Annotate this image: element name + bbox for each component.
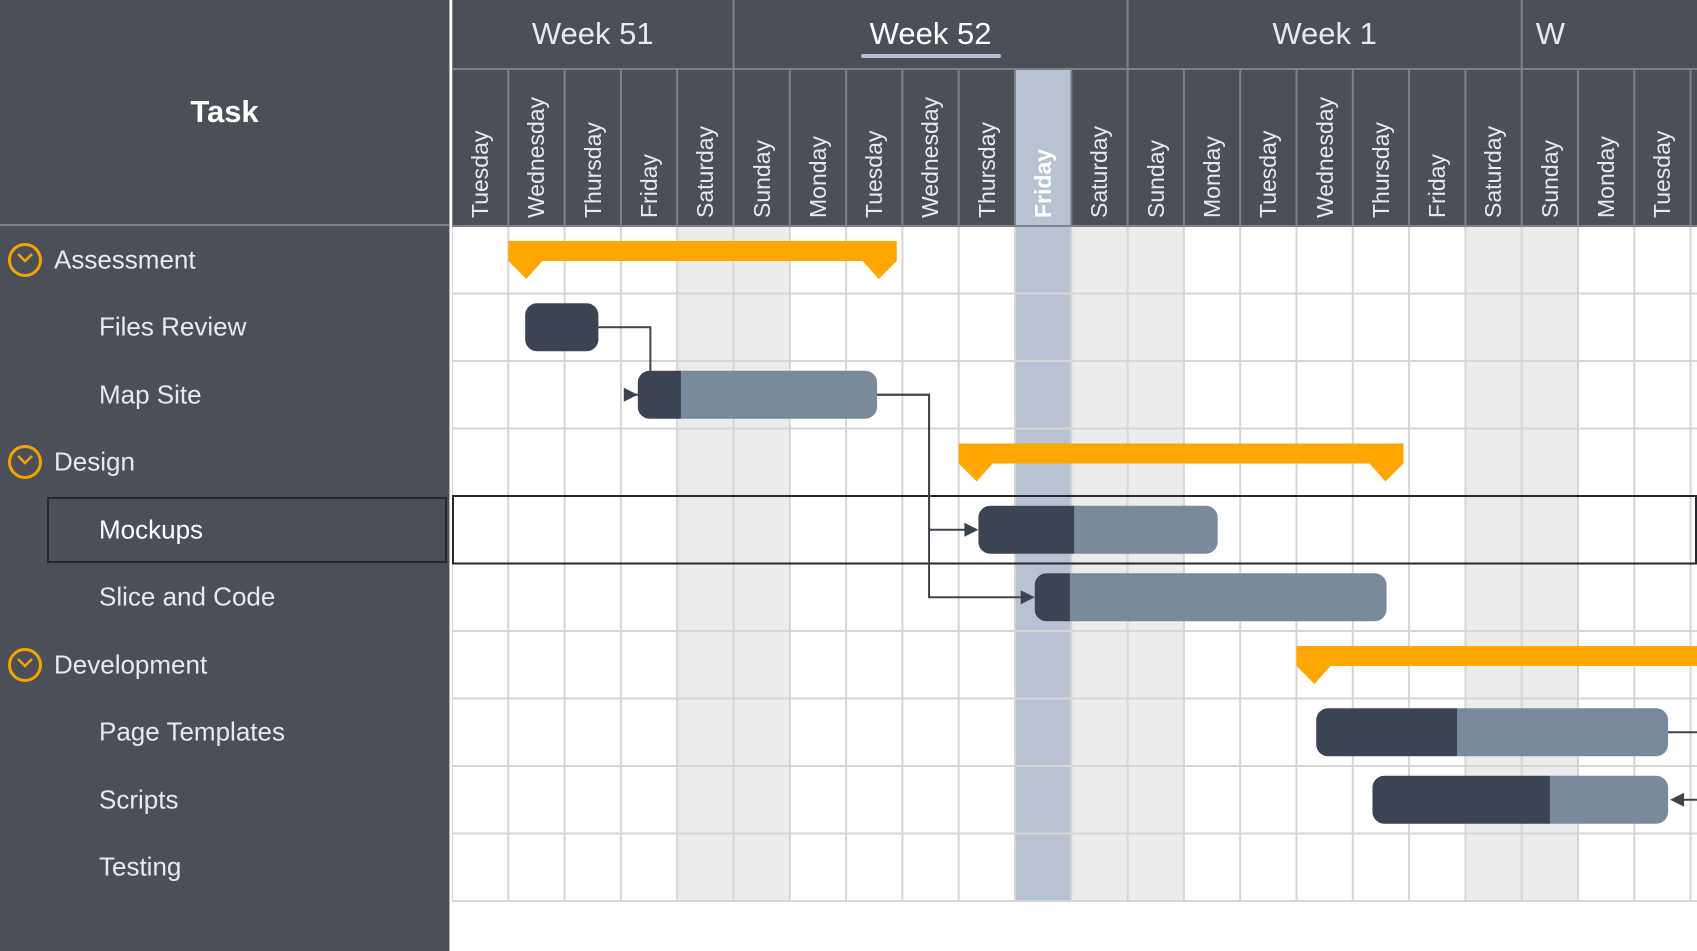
task-label: Page Templates	[99, 716, 285, 747]
day-label: Sunday	[748, 139, 775, 218]
collapse-chevron-icon[interactable]	[8, 647, 42, 682]
week-label: Week 1	[1272, 16, 1377, 51]
collapse-chevron-icon[interactable]	[8, 242, 42, 277]
day-label: Sunday	[1536, 139, 1563, 218]
day-label: Friday	[1030, 148, 1056, 218]
day-label: Thursday	[973, 122, 1000, 218]
day-label: Monday	[804, 136, 831, 218]
day-label: Saturday	[692, 125, 719, 218]
summary-bar-0[interactable]	[508, 241, 897, 279]
day-label: Friday	[635, 154, 662, 218]
task-row-files-review[interactable]: Files Review	[0, 294, 449, 362]
task-panel: Task Assessment Files Review Map Site De…	[0, 0, 450, 951]
day-label: Wednesday	[917, 96, 944, 218]
summary-bar-1[interactable]	[958, 443, 1404, 482]
dependency-arrow-offscreen	[1670, 792, 1685, 807]
task-progress-0	[525, 303, 599, 352]
task-bar-1[interactable]	[637, 370, 878, 419]
timeline-canvas	[452, 0, 1697, 902]
task-row-map-site[interactable]: Map Site	[0, 361, 449, 429]
dependency-arrow-0	[623, 387, 638, 402]
timeline-header-background	[452, 0, 1697, 226]
today-column-highlight	[1015, 70, 1072, 901]
task-row-scripts[interactable]: Scripts	[0, 766, 449, 834]
task-label: Slice and Code	[99, 581, 276, 612]
task-row-page-templates[interactable]: Page Templates	[0, 699, 449, 767]
day-label: Tuesday	[1255, 130, 1282, 218]
task-progress-1	[637, 370, 681, 419]
task-column-header[interactable]: Task	[0, 0, 449, 226]
collapse-chevron-icon[interactable]	[8, 445, 42, 480]
task-row-assessment[interactable]: Assessment	[0, 226, 449, 294]
day-label: Tuesday	[467, 130, 493, 218]
day-label: Friday	[1424, 154, 1451, 218]
day-label: Thursday	[1367, 122, 1394, 218]
task-label: Development	[54, 649, 208, 680]
selected-row-outline	[452, 495, 1697, 565]
task-progress-5	[1372, 775, 1550, 824]
current-week-underline	[860, 54, 1001, 58]
task-progress-4	[1316, 708, 1457, 757]
day-label: Monday	[1593, 136, 1619, 218]
task-label: Testing	[99, 851, 182, 882]
summary-bar-2[interactable]	[1296, 646, 1697, 684]
day-label: Wednesday	[523, 96, 550, 218]
task-row-development[interactable]: Development	[0, 631, 449, 699]
task-label: Scripts	[99, 784, 179, 815]
day-label: Wednesday	[1311, 96, 1338, 218]
day-label: Thursday	[579, 122, 606, 218]
task-bar-3[interactable]	[1034, 573, 1387, 622]
day-label: Sunday	[1142, 139, 1169, 218]
task-row-testing[interactable]: Testing	[0, 834, 449, 902]
task-column-header-label: Task	[190, 94, 259, 129]
day-label: Tuesday	[861, 130, 888, 218]
task-label: Assessment	[54, 244, 196, 275]
task-progress-2	[978, 505, 1075, 554]
week-label: Week 52	[869, 16, 992, 51]
dependency-line-2	[877, 393, 1031, 599]
task-row-design[interactable]: Design	[0, 429, 449, 497]
task-label: Mockups	[99, 514, 204, 545]
task-label: Files Review	[99, 311, 247, 342]
day-label: Saturday	[1480, 125, 1507, 218]
dependency-arrow-2	[1020, 590, 1035, 605]
dependency-arrow-1	[964, 522, 979, 537]
task-progress-3	[1034, 573, 1070, 622]
dependency-line-0	[598, 326, 652, 396]
day-header-row: Tuesday Wednesday Thursday Friday Saturday Su…	[452, 70, 1697, 226]
week-label: Week 51	[531, 16, 654, 51]
timeline[interactable]: Week 51 Week 52 Week 1 W Tuesday Wednesday Th…	[452, 0, 1697, 951]
selection-outline	[47, 497, 447, 563]
week-label: W	[1535, 16, 1565, 51]
day-label: Tuesday	[1649, 130, 1676, 218]
task-row-mockups[interactable]: Mockups	[0, 496, 449, 564]
day-label: Saturday	[1086, 125, 1113, 218]
task-row-slice-and-code[interactable]: Slice and Code	[0, 564, 449, 632]
task-label: Map Site	[99, 379, 202, 410]
day-label: Monday	[1198, 136, 1225, 218]
task-label: Design	[54, 446, 135, 477]
